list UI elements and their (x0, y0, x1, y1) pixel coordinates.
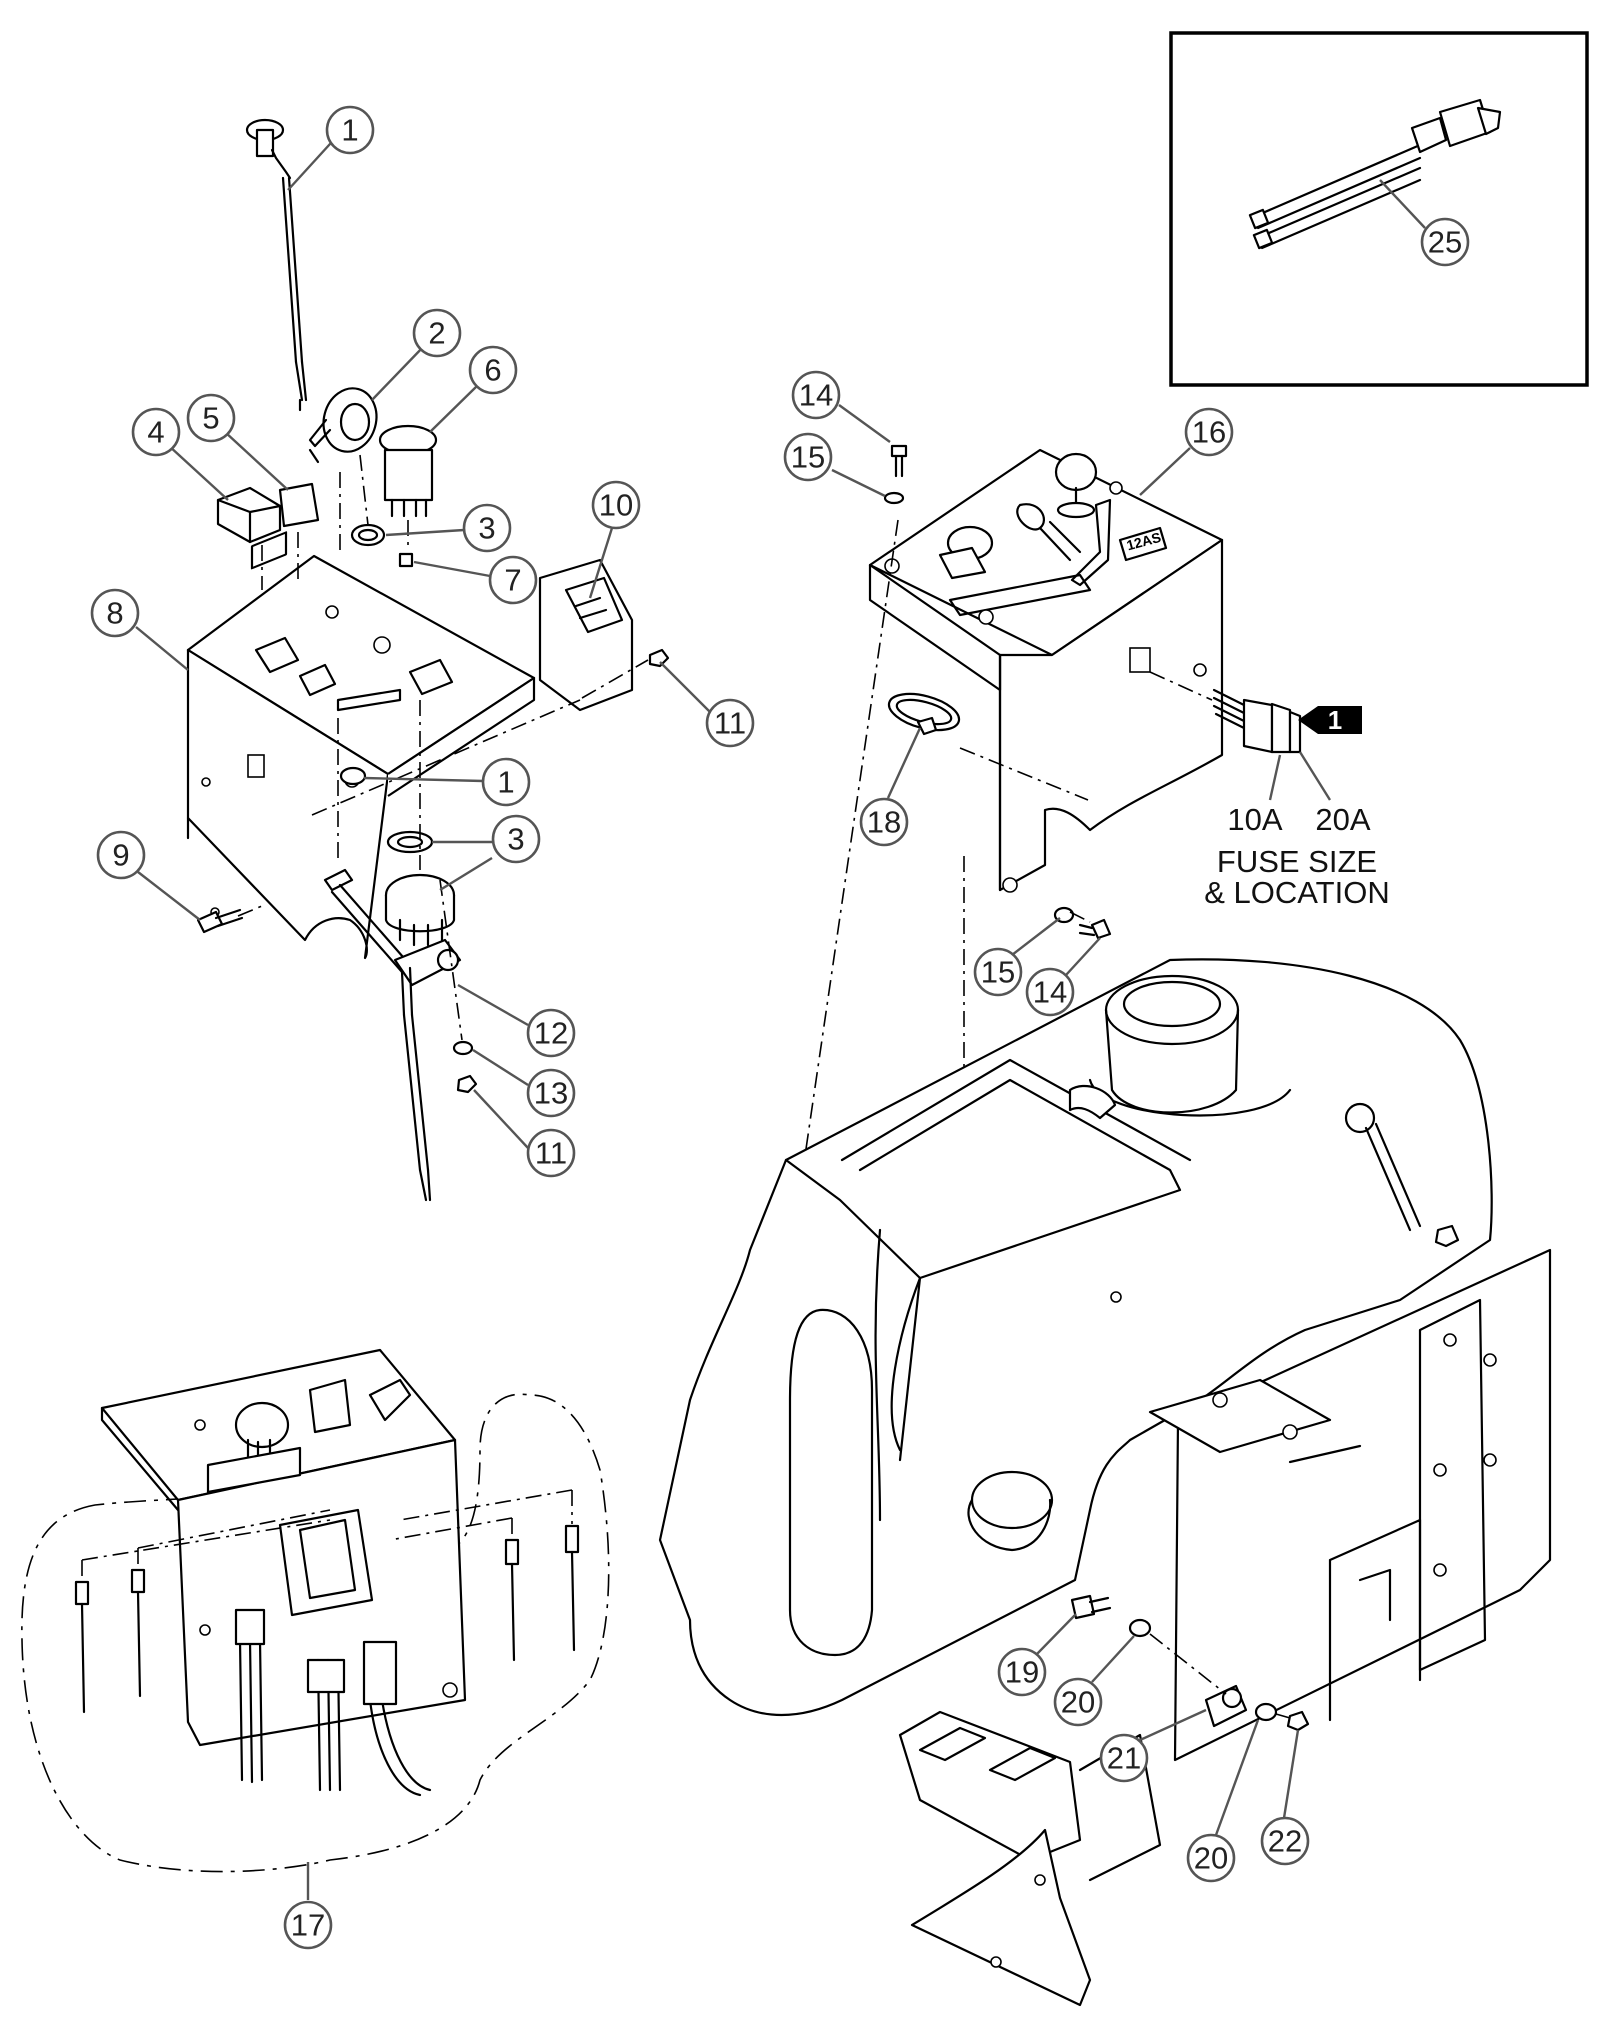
callout-bubble-18: 18 (859, 797, 909, 847)
callout-label: 17 (291, 1908, 325, 1943)
callout-label: 21 (1107, 1741, 1141, 1776)
callout-bubble-15-bottom: 15 (973, 947, 1023, 997)
control-panel-bracket-assembly (186, 118, 670, 1202)
fuse-block (1212, 688, 1302, 754)
callout-bubble-21: 21 (1099, 1733, 1149, 1783)
callout-bubble-20-right: 20 (1186, 1833, 1236, 1883)
callout-bubble-13: 13 (526, 1068, 576, 1118)
callouts: 1 2 6 4 5 3 (90, 105, 1470, 1950)
callout-label: 3 (507, 822, 524, 857)
callout-bubble-7: 7 (488, 555, 538, 605)
callout-bubble-5: 5 (186, 393, 236, 443)
callout-bubble-22: 22 (1260, 1816, 1310, 1866)
callout-bubble-12: 12 (526, 1008, 576, 1058)
note-marker-label: 1 (1328, 705, 1342, 735)
callout-bubble-14-bottom: 14 (1025, 967, 1075, 1017)
fuse-right-label: 20A (1315, 802, 1370, 837)
throttle-cable (245, 118, 308, 412)
harness-jumper-drawing (1248, 98, 1502, 250)
callout-label: 14 (1033, 975, 1067, 1010)
callout-label: 10 (599, 488, 633, 523)
connector-5 (278, 482, 320, 528)
callout-label: 1 (497, 765, 514, 800)
callout-label: 22 (1268, 1824, 1302, 1859)
callout-label: 14 (799, 378, 833, 413)
callout-bubble-3-top: 3 (462, 503, 512, 553)
callout-bubble-17: 17 (283, 1900, 333, 1950)
callout-label: 13 (534, 1076, 568, 1111)
callout-label: 16 (1192, 415, 1226, 450)
fuse-left-label: 10A (1227, 802, 1282, 837)
key-switch (308, 387, 378, 464)
fuse-note-line2: & LOCATION (1204, 875, 1389, 910)
callout-label: 19 (1005, 1655, 1039, 1690)
callout-label: 3 (478, 511, 495, 546)
callout-bubble-1-middle: 1 (481, 757, 531, 807)
callout-bubble-4: 4 (131, 407, 181, 457)
note-marker-arrow: 1 (1298, 705, 1362, 735)
callout-label: 1 (341, 113, 358, 148)
callout-label: 25 (1428, 225, 1462, 260)
callout-bubble-10: 10 (591, 480, 641, 530)
connector-4 (216, 486, 282, 544)
callout-bubble-19: 19 (997, 1647, 1047, 1697)
callout-label: 5 (202, 401, 219, 436)
callout-label: 15 (791, 440, 825, 475)
wiring-harness-assembly (21, 1348, 610, 1873)
callout-label: 20 (1194, 1841, 1228, 1876)
callout-label: 11 (714, 706, 746, 741)
callout-label: 8 (106, 596, 123, 631)
bracket-plate (186, 531, 536, 960)
fuse-holder-10 (538, 558, 634, 712)
callout-bubble-2: 2 (412, 308, 462, 358)
callout-bubble-20-left: 20 (1053, 1677, 1103, 1727)
callout-bubble-9: 9 (96, 830, 146, 880)
callout-label: 4 (147, 415, 164, 450)
callout-bubble-11-top: 11 (705, 698, 755, 748)
throttle-lever (323, 868, 462, 1202)
harness-wires (234, 1608, 432, 1797)
ignition-switch (384, 873, 456, 947)
callout-bubble-11-bottom: 11 (526, 1128, 576, 1178)
pto-switch (378, 424, 438, 518)
callout-bubble-3-bottom: 3 (491, 814, 541, 864)
callout-bubble-1-top: 1 (325, 105, 375, 155)
callout-bubble-6: 6 (468, 345, 518, 395)
callout-label: 6 (484, 353, 501, 388)
callout-bubble-14-top: 14 (791, 370, 841, 420)
callout-label: 2 (428, 316, 445, 351)
callout-label: 18 (867, 805, 901, 840)
control-console: 12AS (799, 444, 1302, 1240)
fuse-note-line1: FUSE SIZE (1217, 844, 1377, 879)
callout-label: 12 (534, 1016, 568, 1051)
callout-label: 15 (981, 955, 1015, 990)
callout-label: 7 (504, 563, 521, 598)
fuse-size-note: 1 10A 20A FUSE SIZE & LOCATION (1204, 705, 1389, 910)
callout-bubble-25: 25 (1420, 217, 1470, 267)
callout-bubble-8: 8 (90, 588, 140, 638)
harness-terminals (74, 1489, 580, 1714)
inset-harness-box (1169, 31, 1589, 387)
callout-label: 20 (1061, 1685, 1095, 1720)
callout-bubble-15-top: 15 (783, 432, 833, 482)
callout-label: 9 (112, 838, 129, 873)
callout-label: 11 (535, 1136, 567, 1171)
chassis-fender-body (658, 958, 1552, 2007)
callout-bubble-16: 16 (1184, 407, 1234, 457)
